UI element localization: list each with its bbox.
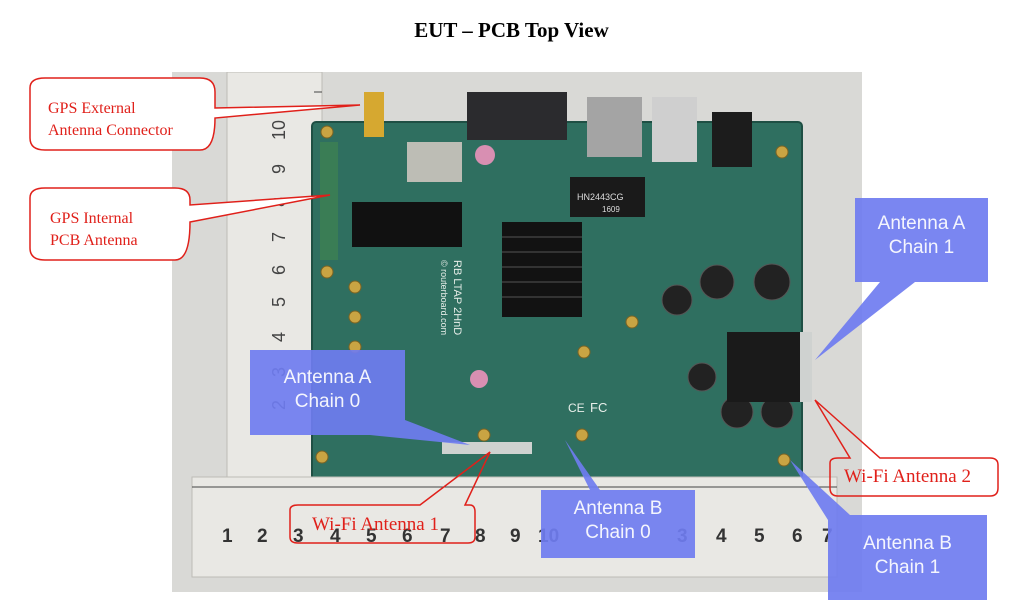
wifi-antenna-2-label: Wi-Fi Antenna 2 (844, 466, 971, 487)
ethernet-port (587, 97, 642, 157)
gps-internal-label: GPS Internal PCB Antenna (50, 208, 138, 252)
v-tick: 10 (269, 120, 289, 140)
chip-code: 1609 (602, 205, 620, 214)
board-site: © routerboard.com (439, 260, 449, 335)
h-tick: 8 (475, 526, 486, 547)
antenna-a-chain0-line2: Chain 0 (294, 391, 361, 412)
v-tick: 4 (269, 332, 289, 342)
wifi-antenna-1-label: Wi-Fi Antenna 1 (312, 514, 439, 535)
h-tick: 6 (402, 526, 413, 547)
board-model: RB LTAP 2HnD (451, 260, 463, 335)
v-tick: 9 (269, 164, 289, 174)
antenna-a-chain0-line1: Antenna A (283, 367, 372, 388)
antenna-b-chain0-balloon (541, 440, 695, 558)
wifi-antenna-1 (442, 442, 532, 454)
h-tick: 5 (754, 526, 765, 547)
gps-external-line2: Antenna Connector (48, 122, 173, 139)
h-tick: 7 (440, 526, 451, 547)
v-tick: 5 (269, 297, 289, 307)
gps-internal-balloon (29, 187, 331, 261)
antenna-a-chain0-label: Antenna A Chain 0 (250, 366, 405, 414)
h-tick: 4 (716, 526, 727, 547)
gps-internal-antenna (320, 142, 338, 260)
h-tick: 3 (293, 526, 304, 547)
h-tick: 4 (330, 526, 341, 547)
wifi-antenna-1-balloon (289, 451, 491, 544)
chip-marking: HN2443CG (577, 192, 624, 202)
antenna-b-chain1-line2: Chain 1 (874, 557, 941, 578)
antenna-b-chain1-line1: Antenna B (863, 533, 952, 554)
horizontal-ruler (191, 476, 838, 578)
antenna-a-chain0-balloon (250, 350, 470, 445)
wifi-antenna-2-balloon (814, 399, 999, 497)
h-tick: 2 (257, 526, 268, 547)
wifi-antenna-2 (800, 332, 812, 402)
v-tick: 7 (269, 232, 289, 242)
db9-connector (467, 92, 567, 140)
h-tick: 5 (366, 526, 377, 547)
gps-connector (364, 92, 384, 137)
h-tick: 7 (822, 526, 833, 547)
antenna-a-chain1-line1: Antenna A (877, 213, 966, 234)
antenna-a-chain1-label: Antenna A Chain 1 (855, 212, 988, 260)
gps-external-label: GPS External Antenna Connector (48, 98, 173, 142)
antenna-b-chain0-line2: Chain 0 (585, 522, 651, 543)
h-tick: 1 (222, 526, 233, 547)
h-tick: 9 (510, 526, 521, 547)
antenna-b-chain1-label: Antenna B Chain 1 (828, 532, 987, 580)
antenna-b-chain0-line1: Antenna B (573, 498, 663, 519)
gps-external-balloon (29, 77, 361, 151)
gps-internal-line2: PCB Antenna (50, 232, 138, 249)
h-tick: 6 (792, 526, 803, 547)
antenna-a-chain1-balloon (815, 198, 988, 360)
page-title: EUT – PCB Top View (414, 18, 609, 42)
antenna-b-chain1-balloon (790, 460, 987, 600)
gps-internal-line1: GPS Internal (50, 210, 134, 227)
antenna-b-chain0-label: Antenna B Chain 0 (541, 497, 695, 545)
gps-external-line1: GPS External (48, 100, 136, 117)
fcc-mark: FC (590, 400, 607, 415)
antenna-a-chain1-line2: Chain 1 (888, 237, 955, 258)
ce-mark: CE (568, 401, 585, 415)
v-tick: 6 (269, 265, 289, 275)
